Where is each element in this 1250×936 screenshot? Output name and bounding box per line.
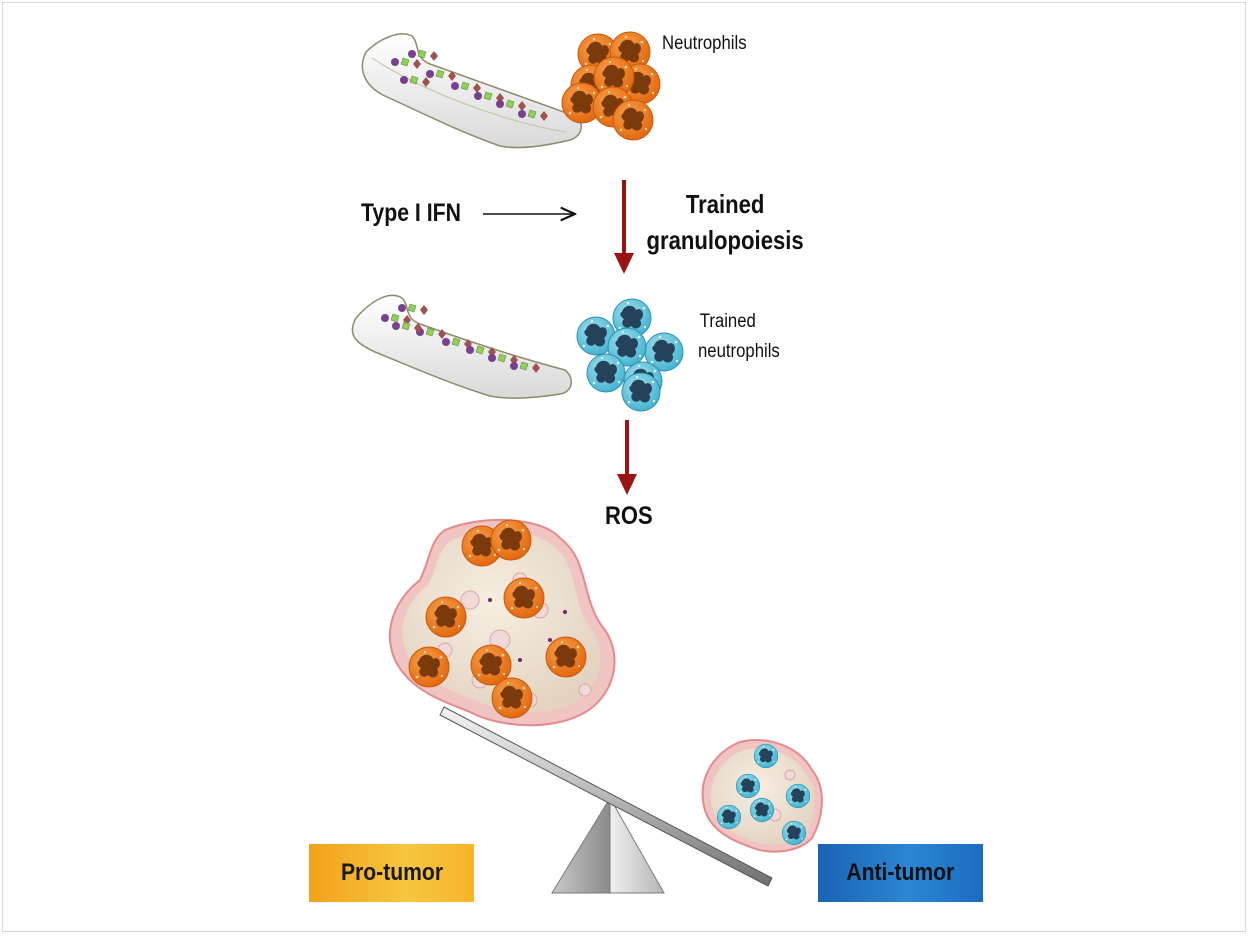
- bone-marrow-icon-bottom: [351, 294, 572, 399]
- trained-neutrophil-cluster-blue: [576, 298, 684, 412]
- balance-seesaw: [439, 706, 773, 894]
- type-i-ifn-label: Type I IFN: [361, 199, 461, 227]
- down-arrow-ros: [617, 420, 637, 495]
- pro-tumor-label: Pro-tumor: [340, 859, 443, 886]
- trained-neutrophils-line1: Trained: [699, 311, 756, 332]
- trained-granulopoiesis-label: Trained granulopoiesis: [638, 186, 812, 258]
- trained-neutrophils-label: Trained neutrophils: [698, 307, 780, 367]
- pro-tumor-box: Pro-tumor: [309, 844, 474, 902]
- anti-tumor-label: Anti-tumor: [846, 859, 955, 886]
- anti-tumor-box: Anti-tumor: [818, 844, 983, 902]
- trained-granulopoiesis-line2: granulopoiesis: [646, 225, 804, 255]
- bone-marrow-icon-top: [361, 33, 582, 149]
- neutrophils-label: Neutrophils: [662, 33, 747, 54]
- down-arrow-granulopoiesis: [614, 180, 634, 274]
- trained-neutrophils-line2: neutrophils: [698, 341, 780, 362]
- tumor-small-anti: [701, 739, 823, 853]
- trained-granulopoiesis-line1: Trained: [685, 189, 765, 219]
- ros-label: ROS: [605, 502, 653, 530]
- tumor-large-pro: [388, 518, 616, 727]
